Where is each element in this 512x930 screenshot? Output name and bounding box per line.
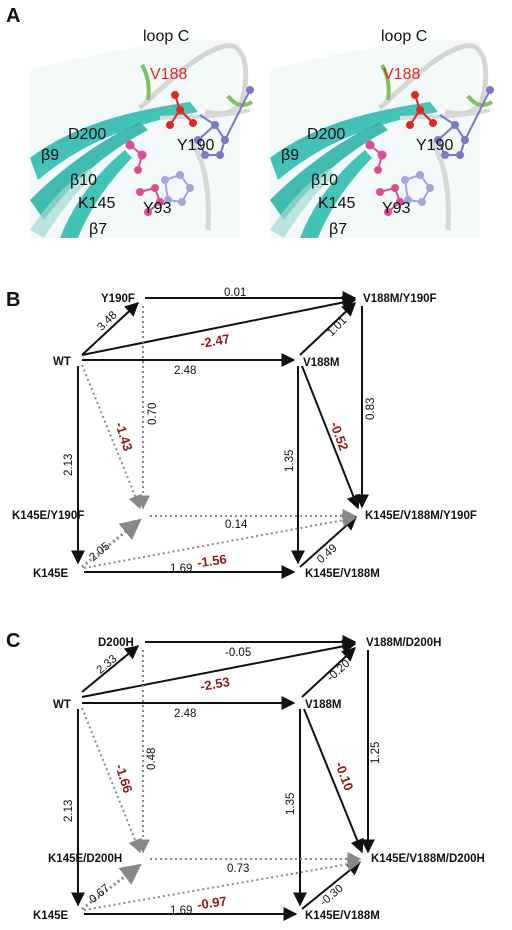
cube-c bbox=[71, 635, 375, 921]
node-k145e: K145E bbox=[33, 568, 68, 580]
edge-label-y190f-v188m-y190f: 0.01 bbox=[224, 287, 246, 299]
edge-label-v188m-k145e-v188m: 1.35 bbox=[285, 793, 297, 815]
label-d200: D200 bbox=[68, 126, 106, 143]
edge-label-v188m-y190f-k145e-v188m-y190f: 0.83 bbox=[365, 398, 377, 420]
coupling-wt-k145e-d200h: -1.66 bbox=[112, 762, 135, 795]
coupling-k145e-k145e-v188m-y190f: -1.56 bbox=[196, 551, 227, 570]
panel-letter-a: A bbox=[6, 5, 20, 27]
edge-label-d200h-k145e-d200h: 0.48 bbox=[146, 748, 158, 770]
edge-label-k145e-y190f-k145e-v188m-y190f: 0.14 bbox=[225, 519, 248, 531]
edge-k145e-k145e-v188m-d200h bbox=[83, 857, 362, 911]
node-k145e-d200h: K145E/D200H bbox=[48, 853, 122, 865]
node-k145e-v188m: K145E/V188M bbox=[305, 568, 380, 580]
edge-v188m-v188m-d200h bbox=[301, 647, 357, 698]
node-k145e-v188m-y190f: K145E/V188M/Y190F bbox=[365, 510, 477, 522]
structure-right: loop C V188 D200 Y190 β9 β10 K145 Y93 β7 bbox=[270, 28, 493, 238]
coupling-v188m-k145e-v188m-y190f: -0.52 bbox=[327, 420, 351, 453]
label-b7: β7 bbox=[329, 221, 347, 238]
edge-label-k145e-k145e-d200h: 0.67 bbox=[87, 882, 112, 906]
edge-label-wt-k145e: 2.13 bbox=[63, 800, 75, 822]
label-y93: Y93 bbox=[382, 200, 411, 217]
edge-label-k145e-v188m-k145e-v188m-y190f: 0.49 bbox=[315, 542, 340, 566]
edge-wt-k145e-y190f bbox=[81, 364, 142, 510]
label-k145: K145 bbox=[78, 195, 115, 212]
edge-label-d200h-v188m-d200h: -0.05 bbox=[225, 647, 251, 659]
label-y93: Y93 bbox=[143, 200, 172, 217]
coupling-k145e-k145e-v188m-d200h: -0.97 bbox=[196, 893, 227, 912]
label-b7: β7 bbox=[89, 221, 107, 238]
edge-wt-v188m-y190f bbox=[81, 295, 357, 356]
edge-label-wt-v188m: 2.48 bbox=[174, 708, 196, 720]
edge-v188m-v188m-y190f bbox=[299, 302, 357, 356]
coupling-wt-v188m-d200h: -2.53 bbox=[199, 674, 231, 694]
edge-label-v188m-v188m-d200h: -0.20 bbox=[325, 658, 353, 684]
edge-label-wt-d200h: 2.33 bbox=[95, 653, 120, 677]
edge-label-wt-k145e: 2.13 bbox=[63, 454, 75, 476]
node-k145e-v188m-d200h: K145E/V188M/D200H bbox=[371, 853, 485, 865]
node-d200h: D200H bbox=[98, 637, 134, 649]
edge-label-v188m-d200h-k145e-v188m-d200h: 1.25 bbox=[370, 742, 382, 764]
node-wt: WT bbox=[53, 699, 71, 711]
node-k145e-y190f: K145E/Y190F bbox=[12, 510, 84, 522]
edge-wt-k145e-d200h bbox=[81, 707, 142, 854]
edge-label-k145e-v188m-k145e-v188m-d200h: -0.30 bbox=[318, 883, 346, 909]
edge-v188m-k145e-v188m-y190f bbox=[301, 365, 360, 510]
panel-letter-b: B bbox=[6, 289, 20, 311]
label-y190: Y190 bbox=[416, 137, 453, 154]
label-k145: K145 bbox=[318, 195, 355, 212]
node-k145e-v188m: K145E/V188M bbox=[305, 910, 380, 922]
node-wt: WT bbox=[53, 356, 71, 368]
node-v188m: V188M bbox=[305, 699, 341, 711]
cube-b bbox=[71, 291, 369, 579]
edge-v188m-k145e-v188m-d200h bbox=[303, 708, 364, 854]
edge-label-y190f-k145e-y190f: 0.70 bbox=[147, 403, 159, 425]
edge-label-v188m-k145e-v188m: 1.35 bbox=[284, 450, 296, 472]
label-b9: β9 bbox=[281, 147, 299, 164]
edge-wt-y190f bbox=[81, 302, 140, 356]
edge-label-wt-y190f: 3.48 bbox=[95, 309, 119, 333]
structure-left: loop C V188 D200 Y190 β9 β10 K145 Y93 β7 bbox=[30, 28, 253, 238]
edge-label-v188m-v188m-y190f: 1.01 bbox=[325, 315, 349, 339]
coupling-wt-v188m-y190f: -2.47 bbox=[199, 331, 231, 351]
edge-k145e-k145e-d200h bbox=[81, 863, 142, 911]
node-v188m: V188M bbox=[303, 357, 339, 369]
cube-b-labels: WT Y190F V188M/Y190F V188M K145E/Y190F K… bbox=[12, 287, 477, 580]
label-loop-c: loop C bbox=[381, 28, 427, 45]
edge-wt-d200h bbox=[81, 645, 140, 693]
label-y190: Y190 bbox=[177, 137, 214, 154]
edge-label-wt-v188m: 2.48 bbox=[174, 365, 196, 377]
label-b10: β10 bbox=[311, 172, 338, 189]
label-d200: D200 bbox=[307, 126, 345, 143]
label-v188: V188 bbox=[150, 66, 187, 83]
coupling-wt-k145e-y190f: -1.43 bbox=[112, 420, 135, 453]
node-v188m-y190f: V188M/Y190F bbox=[363, 293, 437, 305]
label-v188: V188 bbox=[383, 66, 420, 83]
edge-label-k145e-d200h-k145e-v188m-d200h: 0.73 bbox=[227, 863, 249, 875]
label-loop-c: loop C bbox=[143, 28, 189, 45]
node-v188m-d200h: V188M/D200H bbox=[366, 637, 441, 649]
node-y190f: Y190F bbox=[101, 293, 135, 305]
node-k145e: K145E bbox=[33, 910, 68, 922]
cube-c-labels: WT D200H V188M/D200H V188M K145E/D200H K… bbox=[33, 637, 485, 922]
panel-letter-c: C bbox=[6, 630, 20, 652]
edge-label-k145e-k145e-v188m: 1.69 bbox=[170, 905, 192, 917]
edge-label-k145e-k145e-v188m: 1.69 bbox=[170, 563, 192, 575]
label-b10: β10 bbox=[70, 172, 97, 189]
edge-wt-v188m-d200h bbox=[81, 639, 357, 698]
label-b9: β9 bbox=[41, 147, 59, 164]
edge-k145e-k145e-v188m-y190f bbox=[83, 513, 357, 569]
